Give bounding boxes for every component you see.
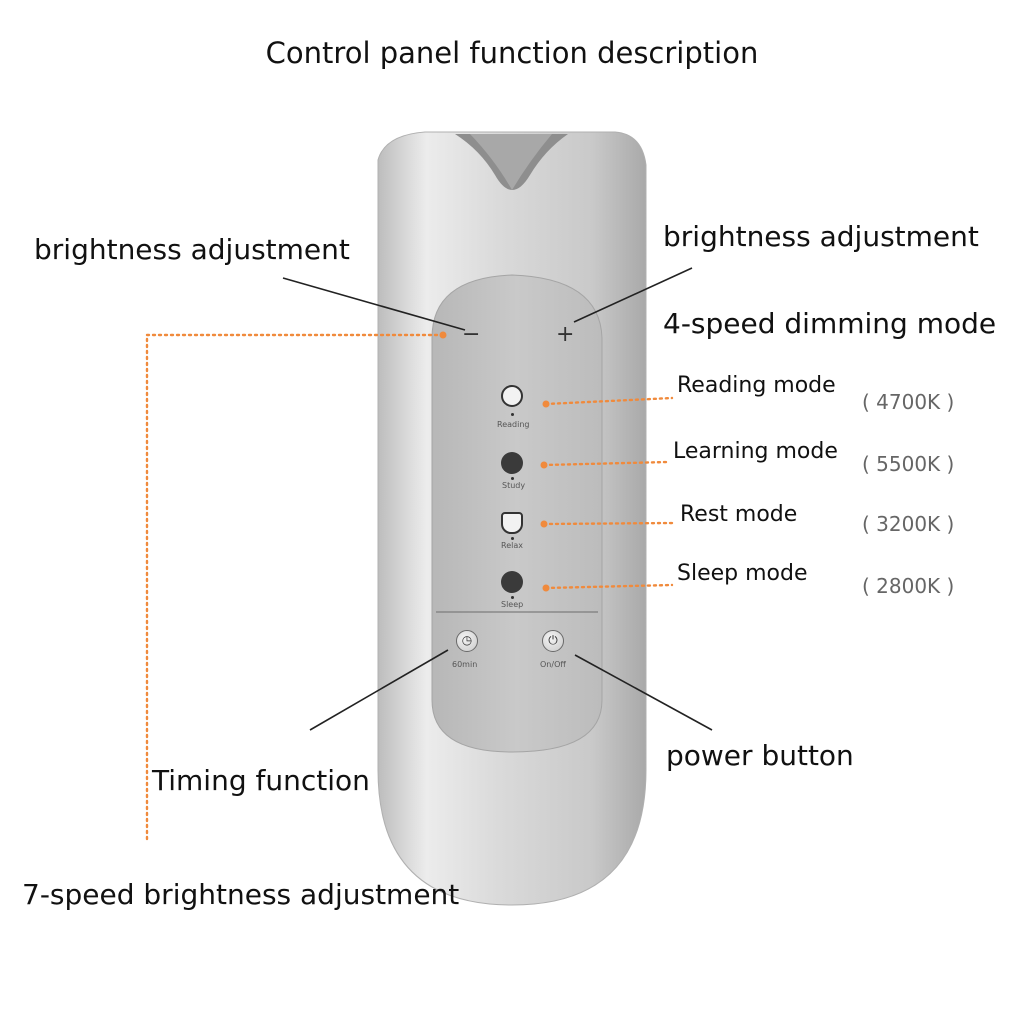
label-seven-speed: 7-speed brightness adjustment [22,878,460,911]
label-brightness-right: brightness adjustment [663,220,979,253]
mode-sleep-text: Sleep [501,600,524,609]
label-learning-mode: Learning mode [673,439,838,464]
leader-relax [542,521,676,526]
power-icon: ⏻ [542,630,564,652]
sun-icon [501,385,523,407]
label-brightness-left: brightness adjustment [34,233,350,266]
label-power: power button [666,739,854,772]
study-icon [501,452,523,474]
timer-text: 60min [452,660,478,669]
kelvin-learning: ( 5500K ) [862,452,955,476]
mode-study-text: Study [502,481,526,490]
label-timing: Timing function [152,764,370,797]
mode-reading-text: Reading [497,420,530,429]
kelvin-sleep: ( 2800K ) [862,574,955,598]
leader-seven-speed [145,333,445,842]
label-sleep-mode: Sleep mode [677,561,808,586]
label-rest-mode: Rest mode [680,502,798,527]
plus-button[interactable]: + [556,322,575,347]
leader-sleep [544,583,674,590]
leader-study [542,460,670,467]
leader-brightness-left [282,277,466,331]
leader-power [574,654,713,731]
timer-icon: ◷ [456,630,478,652]
power-text: On/Off [540,660,566,669]
minus-button[interactable]: − [462,322,481,347]
kelvin-reading: ( 4700K ) [862,390,955,414]
mode-relax-text: Relax [501,541,523,550]
coffee-cup-icon [501,512,523,534]
kelvin-rest: ( 3200K ) [862,512,955,536]
label-reading-mode: Reading mode [677,373,836,398]
leader-timing [309,649,449,731]
leader-reading [544,396,674,406]
sleep-icon [501,571,523,593]
label-dimming-mode: 4-speed dimming mode [663,307,997,340]
page-title: Control panel function description [265,36,759,70]
leader-brightness-right [573,267,693,323]
